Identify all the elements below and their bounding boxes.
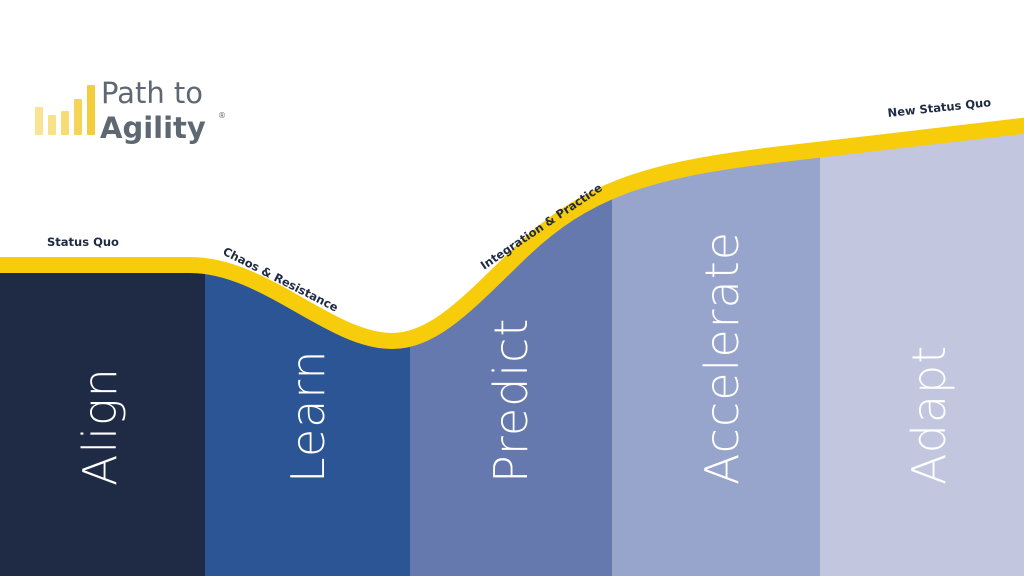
column-accelerate [612,133,820,576]
logo-line1: Path to [101,76,203,110]
label-new-status-quo: New Status Quo [887,95,992,120]
column-adapt [820,133,1024,576]
logo-bars-icon [35,85,95,135]
column-label-learn: Learn [281,349,335,483]
column-label-adapt: Adapt [902,345,956,485]
agility-curve [0,117,1024,350]
column-align [0,133,205,576]
logo-line2: Agility [100,111,206,145]
column-label-predict: Predict [484,318,538,483]
column-label-align: Align [73,367,127,486]
logo: Path to Agility ® [35,76,226,145]
logo-registered-mark: ® [218,111,226,120]
column-label-accelerate: Accelerate [695,231,749,485]
label-status-quo: Status Quo [47,235,119,249]
